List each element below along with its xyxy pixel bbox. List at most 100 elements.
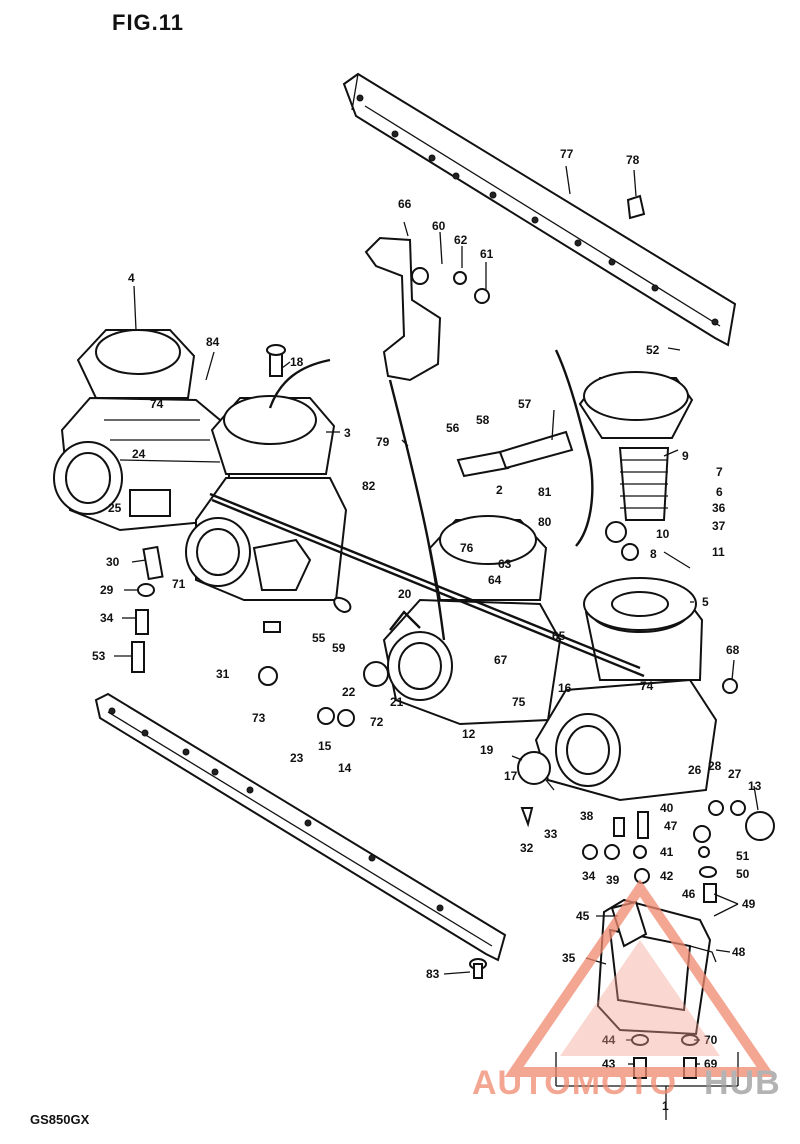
- callout-76: 76: [460, 541, 474, 555]
- callout-2: 2: [496, 483, 503, 497]
- float-bowl-drawing: [596, 898, 717, 1036]
- callout-22: 22: [342, 685, 356, 699]
- callout-33: 33: [544, 827, 558, 841]
- callout-80: 80: [538, 515, 552, 529]
- callout-40: 40: [660, 801, 674, 815]
- callout-27: 27: [728, 767, 742, 781]
- callout-48: 48: [732, 945, 746, 959]
- carburetor-4-drawing: [53, 329, 234, 532]
- callout-3: 3: [344, 426, 351, 440]
- callout-7: 7: [716, 465, 723, 479]
- callout-25: 25: [108, 501, 122, 515]
- figure-title: FIG.11: [112, 10, 185, 35]
- callout-8: 8: [650, 547, 657, 561]
- callout-28: 28: [708, 759, 722, 773]
- callout-49: 49: [742, 897, 756, 911]
- model-code-label: GS850GX: [30, 1112, 90, 1127]
- callout-81: 81: [538, 485, 552, 499]
- callout-50: 50: [736, 867, 750, 881]
- callout-24: 24: [132, 447, 146, 461]
- callout-84: 84: [206, 335, 220, 349]
- callout-6: 6: [716, 485, 723, 499]
- callout-74b: 74: [640, 679, 654, 693]
- callout-30: 30: [106, 555, 120, 569]
- callout-23: 23: [290, 751, 304, 765]
- callout-39: 39: [606, 873, 620, 887]
- callout-57: 57: [518, 397, 532, 411]
- callout-64: 64: [488, 573, 502, 587]
- automotohub-watermark: AUTOMOTO HUB: [472, 879, 781, 1102]
- top-cap-diaphragm-drawing: [554, 349, 697, 631]
- callout-58: 58: [476, 413, 490, 427]
- callout-10: 10: [656, 527, 670, 541]
- callout-16: 16: [558, 681, 572, 695]
- watermark-text-1: AUTOMOTO: [472, 1064, 677, 1102]
- carburetor-2-drawing: [382, 515, 562, 726]
- callout-70: 70: [704, 1033, 718, 1047]
- leader-lines: [114, 165, 759, 1065]
- callout-26: 26: [688, 763, 702, 777]
- callout-75: 75: [512, 695, 526, 709]
- callout-14: 14: [338, 761, 352, 775]
- callout-5: 5: [702, 595, 709, 609]
- callout-72: 72: [370, 715, 384, 729]
- callout-82: 82: [362, 479, 376, 493]
- callout-51: 51: [736, 849, 750, 863]
- callout-45: 45: [576, 909, 590, 923]
- callout-59: 59: [332, 641, 346, 655]
- callout-4: 4: [128, 271, 135, 285]
- lower-bracket-drawing: [94, 692, 507, 962]
- callout-21: 21: [390, 695, 404, 709]
- callout-42: 42: [660, 869, 674, 883]
- callout-37: 37: [712, 519, 726, 533]
- callout-65: 65: [552, 629, 566, 643]
- callout-71: 71: [172, 577, 186, 591]
- callout-66: 66: [398, 197, 412, 211]
- callout-77: 77: [560, 147, 574, 161]
- linkage-rod-drawing: [209, 379, 645, 678]
- callout-18: 18: [290, 355, 304, 369]
- callout-17: 17: [504, 769, 518, 783]
- callout-60: 60: [432, 219, 446, 233]
- callout-38: 38: [580, 809, 594, 823]
- callout-68: 68: [726, 643, 740, 657]
- callout-20: 20: [398, 587, 412, 601]
- callout-35: 35: [562, 951, 576, 965]
- callout-62: 62: [454, 233, 468, 247]
- callout-41: 41: [660, 845, 674, 859]
- callout-53: 53: [92, 649, 106, 663]
- throttle-bracket-drawing: [364, 236, 490, 382]
- callout-9: 9: [682, 449, 689, 463]
- watermark-text-2: HUB: [704, 1064, 781, 1102]
- callout-31: 31: [216, 667, 230, 681]
- callout-83: 83: [426, 967, 440, 981]
- upper-bracket-drawing: [342, 72, 737, 347]
- callout-12: 12: [462, 727, 476, 741]
- callout-44: 44: [602, 1033, 616, 1047]
- callout-11: 11: [712, 545, 725, 559]
- callout-74a: 74: [150, 397, 164, 411]
- callout-19: 19: [480, 743, 494, 757]
- callout-47: 47: [664, 819, 678, 833]
- watermark-triangle-logo: [504, 879, 776, 1077]
- callout-15: 15: [318, 739, 332, 753]
- callout-36: 36: [712, 501, 726, 515]
- callout-73: 73: [252, 711, 266, 725]
- callout-55: 55: [312, 631, 326, 645]
- callout-67: 67: [494, 653, 508, 667]
- callout-32: 32: [520, 841, 534, 855]
- callout-79: 79: [376, 435, 390, 449]
- callout-29: 29: [100, 583, 114, 597]
- callout-63: 63: [498, 557, 512, 571]
- callout-1: 1: [662, 1099, 669, 1113]
- callout-34b: 34: [582, 869, 596, 883]
- callout-61: 61: [480, 247, 494, 261]
- callout-labels: 4 84 18 3 74 24 25 30 29 34 53 71 31 73 …: [92, 147, 762, 1113]
- callout-13: 13: [748, 779, 762, 793]
- callout-46: 46: [682, 887, 696, 901]
- callout-52: 52: [646, 343, 660, 357]
- callout-78: 78: [626, 153, 640, 167]
- callout-34a: 34: [100, 611, 114, 625]
- callout-56: 56: [446, 421, 460, 435]
